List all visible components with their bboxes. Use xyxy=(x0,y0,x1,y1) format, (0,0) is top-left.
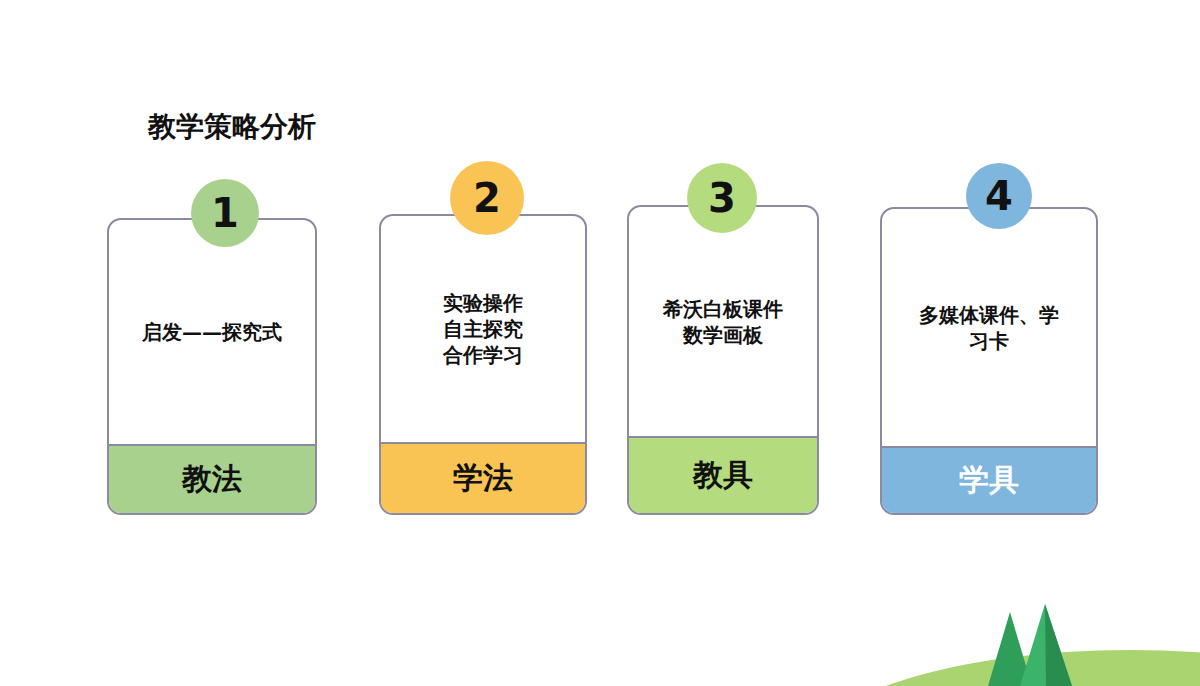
card-body: 希沃白板课件 数学画板 xyxy=(629,207,817,436)
band-label: 学法 xyxy=(453,458,513,499)
strategy-card: 实验操作 自主探究 合作学习2学法 xyxy=(379,214,587,515)
card-body: 多媒体课件、学习卡 xyxy=(882,209,1096,446)
number-circle: 1 xyxy=(191,179,259,247)
band-label: 教法 xyxy=(182,459,242,500)
label-band: 学法 xyxy=(381,442,585,513)
label-band: 学具 xyxy=(882,446,1096,513)
page-title: 教学策略分析 xyxy=(148,108,316,146)
strategy-card: 多媒体课件、学习卡4学具 xyxy=(880,207,1098,515)
number-circle: 4 xyxy=(966,163,1032,229)
card-text: 实验操作 自主探究 合作学习 xyxy=(437,290,529,368)
band-label: 教具 xyxy=(693,455,753,496)
band-label: 学具 xyxy=(959,460,1019,501)
number-circle: 3 xyxy=(687,163,757,233)
label-band: 教法 xyxy=(109,444,315,513)
callout-number: 3 xyxy=(708,175,736,221)
callout-number: 4 xyxy=(985,173,1013,219)
card-body: 启发——探究式 xyxy=(109,220,315,444)
card-body: 实验操作 自主探究 合作学习 xyxy=(381,216,585,442)
number-circle: 2 xyxy=(450,161,524,235)
strategy-card: 启发——探究式1教法 xyxy=(107,218,317,515)
card-text: 启发——探究式 xyxy=(122,319,302,345)
tree xyxy=(1020,604,1072,686)
label-band: 教具 xyxy=(629,436,817,513)
strategy-card: 希沃白板课件 数学画板3教具 xyxy=(627,205,819,515)
card-text: 多媒体课件、学习卡 xyxy=(916,302,1062,354)
card-text: 希沃白板课件 数学画板 xyxy=(659,296,787,348)
tree-shade xyxy=(1045,604,1072,686)
callout-number: 1 xyxy=(211,190,239,236)
callout-number: 2 xyxy=(473,175,501,221)
